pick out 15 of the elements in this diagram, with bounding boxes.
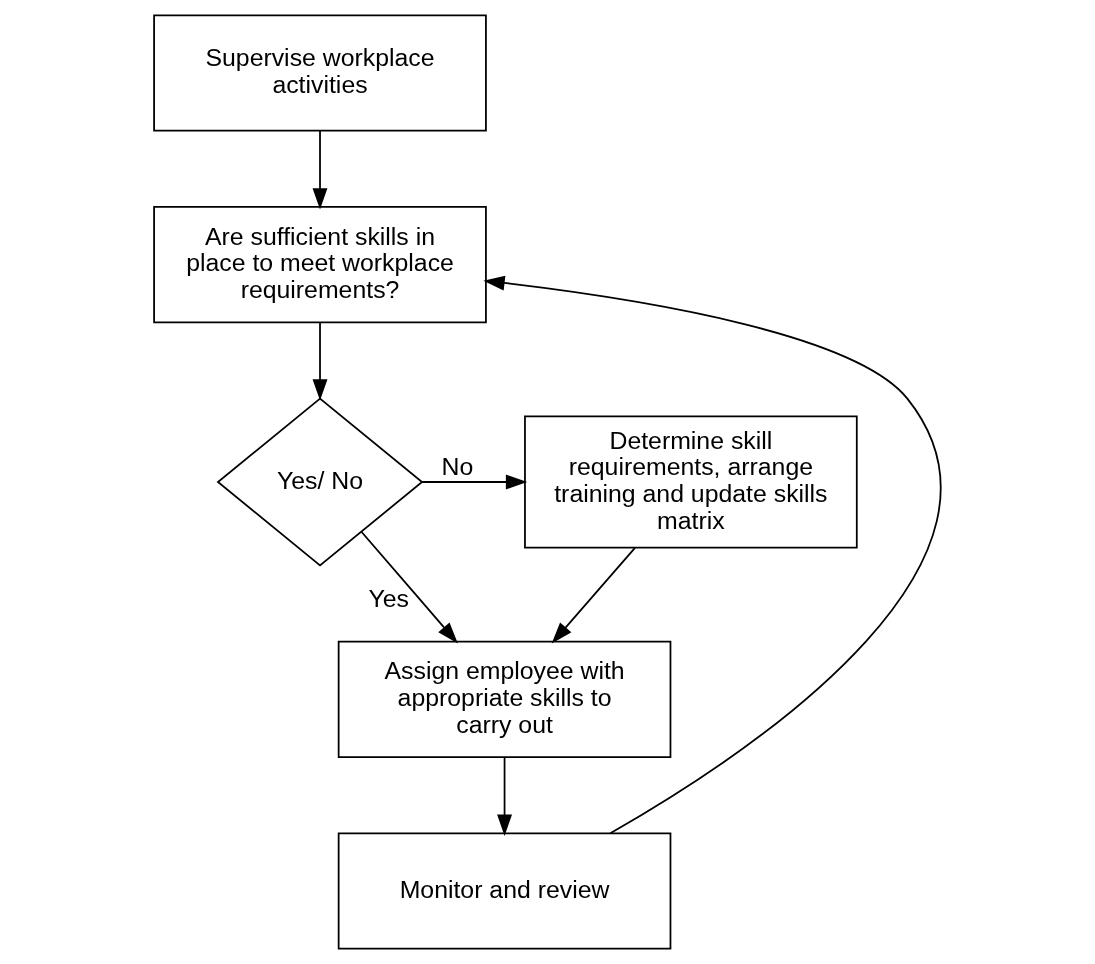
arrow [497,756,512,836]
edge-label: Yes [368,584,409,612]
arrow [483,275,942,835]
node-box: Supervise workplace activities [153,14,487,132]
node-box: Determine skill requirements, arrange training and update skills matrix [524,415,858,549]
node-diamond: Yes/ No [216,397,424,567]
edge-label: No [441,453,474,481]
arrow [551,547,636,644]
arrow [312,129,328,210]
arrow [312,321,328,401]
arrow [421,474,528,490]
arrow [360,530,458,644]
node-box: Monitor and review [337,832,672,950]
node-box: Are sufficient skills in place to meet workplace requirements? [153,206,487,324]
node-box: Assign employee with appropriate skills to carry out [337,640,672,758]
